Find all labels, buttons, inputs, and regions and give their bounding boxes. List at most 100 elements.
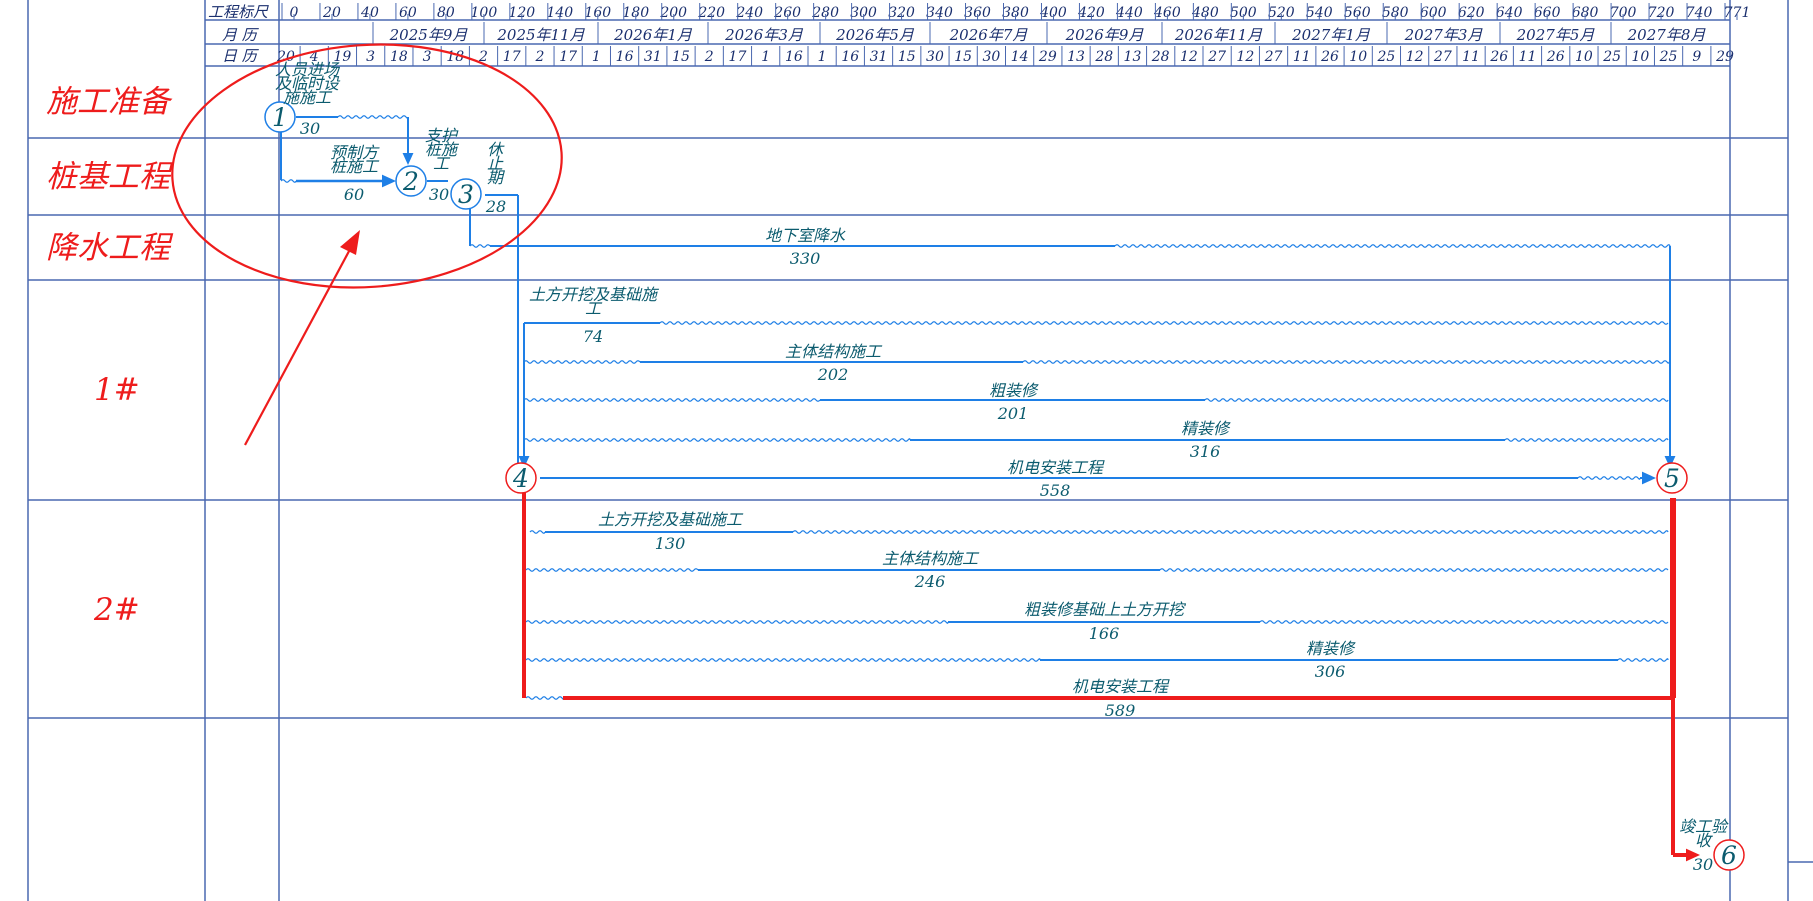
lane-label-pile: 桩基工程 (46, 159, 174, 195)
annotation-arrow-line (244, 239, 356, 446)
event-node (505, 462, 537, 494)
month-label: 2026年9月 (1065, 26, 1145, 44)
scale-tick-label: 340 (926, 5, 953, 21)
activity-duration: 30 (300, 119, 320, 138)
activity-label: 竣工验 (1679, 817, 1729, 836)
activity-duration: 60 (344, 185, 364, 204)
lane-label-dewater: 降水工程 (46, 230, 174, 266)
day-label: 10 (1349, 49, 1367, 65)
month-label: 2026年5月 (835, 26, 915, 44)
arrow-head (1664, 456, 1676, 468)
float-wave (280, 179, 297, 183)
float-wave (525, 620, 949, 624)
scale-tick-label: 660 (1534, 5, 1561, 21)
activity-label: 人员进场 (275, 60, 341, 79)
month-label: 2027年3月 (1404, 26, 1484, 44)
scale-tick-label: 160 (584, 5, 611, 21)
activity-label: 主体结构施工 (785, 342, 883, 361)
float-wave (523, 360, 641, 364)
scale-tick-label: 771 (1724, 5, 1751, 21)
activity-duration: 589 (1105, 701, 1136, 720)
scale-tick-label: 180 (622, 5, 649, 21)
day-label: 11 (1462, 49, 1480, 65)
day-label: 17 (729, 49, 747, 65)
day-label: 15 (954, 49, 972, 65)
day-label: 15 (898, 49, 916, 65)
day-label: 3 (366, 49, 375, 65)
float-wave (1617, 658, 1669, 662)
scale-tick-label: 0 (290, 5, 299, 21)
activity-label: 机电安装工程 (1007, 458, 1105, 477)
scale-tick-label: 120 (508, 5, 535, 21)
day-label: 31 (870, 49, 888, 65)
day-label: 9 (1692, 49, 1701, 65)
scale-tick-label: 420 (1077, 5, 1105, 21)
activity-label: 桩施 (425, 140, 460, 159)
day-label: 25 (1376, 49, 1395, 65)
float-wave (523, 398, 821, 402)
scale-tick-label: 720 (1648, 5, 1675, 21)
month-label: 2025年9月 (389, 26, 469, 44)
activity-duration: 166 (1089, 624, 1120, 643)
scale-tick-label: 280 (811, 5, 839, 21)
day-label: 30 (982, 49, 1000, 65)
day-label: 27 (1207, 49, 1226, 65)
day-label: 1 (818, 49, 827, 65)
day-label: 15 (672, 49, 690, 65)
scale-tick-label: 740 (1686, 5, 1713, 21)
scale-tick-label: 480 (1191, 5, 1219, 21)
event-node (1713, 839, 1745, 871)
float-wave (525, 568, 699, 572)
activity-duration: 330 (790, 249, 821, 268)
annotation-highlight (171, 43, 563, 446)
scale-tick-label: 460 (1153, 5, 1181, 21)
activity-label: 工 (585, 299, 603, 318)
day-label: 27 (1264, 49, 1283, 65)
day-label: 10 (1631, 49, 1649, 65)
day-label: 26 (1546, 49, 1565, 65)
month-label: 2026年11月 (1174, 26, 1263, 44)
day-label: 17 (559, 49, 577, 65)
scale-tick-label: 20 (322, 5, 341, 21)
scale-tick-label: 540 (1306, 5, 1333, 21)
activity-label: 机电安装工程 (1072, 677, 1170, 696)
event-node-label: 6 (1721, 841, 1737, 870)
scale-tick-label: 40 (360, 5, 379, 21)
float-wave (1577, 476, 1641, 480)
event-node (264, 101, 296, 133)
day-label: 26 (1320, 49, 1339, 65)
month-label: 2027年8月 (1627, 26, 1707, 44)
scale-tick-label: 320 (888, 5, 915, 21)
activity-label: 桩施工 (330, 157, 380, 176)
event-node-label: 5 (1664, 464, 1680, 493)
float-wave (525, 696, 564, 700)
day-label: 18 (390, 49, 408, 65)
activity-label: 土方开挖及基础施工 (598, 510, 744, 529)
month-label: 2025年11月 (496, 26, 585, 44)
activity-label: 休 (487, 140, 505, 159)
day-label: 日 历 (222, 47, 260, 65)
scale-tick-label: 520 (1268, 5, 1295, 21)
lane-label-building-2: 2# (93, 592, 140, 628)
activity-duration: 28 (485, 197, 506, 216)
day-label: 10 (1575, 49, 1593, 65)
scale-tick-label: 260 (773, 5, 801, 21)
day-label: 19 (334, 49, 352, 65)
day-label: 13 (1124, 49, 1142, 65)
scale-tick-label: 220 (697, 5, 725, 21)
scale-tick-label: 400 (1039, 5, 1067, 21)
activity-label: 施施工 (283, 88, 333, 107)
float-wave (659, 321, 1669, 325)
arrow-head (382, 174, 396, 188)
scale-tick-label: 60 (399, 5, 417, 21)
activity-duration: 558 (1040, 481, 1071, 500)
month-label: 2026年7月 (949, 26, 1029, 44)
month-label: 2027年5月 (1516, 26, 1596, 44)
day-label: 1 (592, 49, 601, 65)
activity-labels: 人员进场及临时设施施工30预制方桩施工60支护桩施工30休止期28地下室降水33… (275, 60, 1729, 874)
month-label: 2026年1月 (613, 26, 693, 44)
float-wave (792, 530, 1669, 534)
